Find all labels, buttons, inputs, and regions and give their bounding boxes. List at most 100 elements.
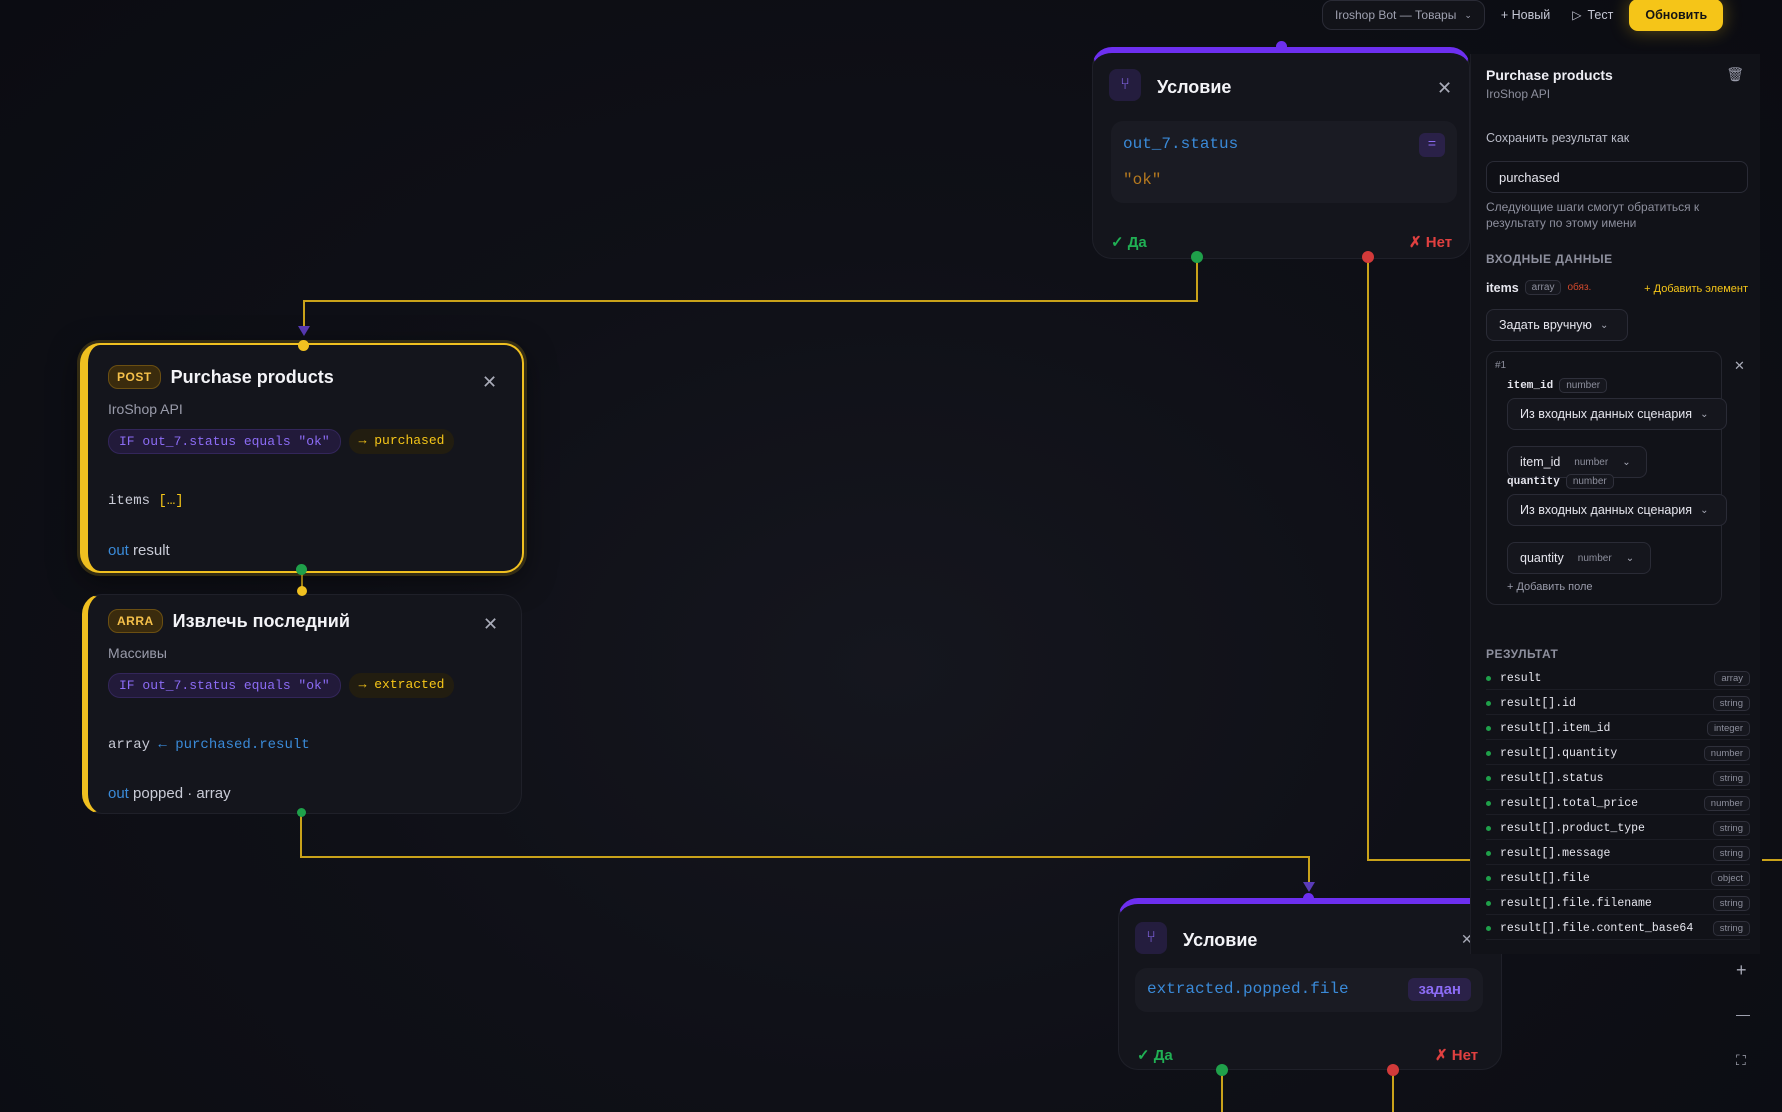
condition-expression[interactable]: out_7.status = "ok": [1111, 121, 1457, 203]
condition-title: Условие: [1183, 930, 1258, 950]
save-as-label: Сохранить результат как: [1486, 131, 1630, 145]
trash-icon[interactable]: 🗑: [1726, 66, 1744, 82]
output-port[interactable]: [297, 808, 306, 817]
close-icon[interactable]: ✕: [1461, 931, 1473, 947]
no-output-port[interactable]: [1362, 251, 1374, 263]
result-type: integer: [1706, 721, 1750, 736]
field-type: number: [1565, 474, 1614, 489]
status-dot: [1486, 826, 1491, 831]
result-type: string: [1712, 846, 1750, 861]
close-icon[interactable]: ✕: [483, 614, 499, 634]
result-name: result: [1500, 672, 1542, 685]
play-icon: ▷: [1572, 8, 1582, 22]
close-icon[interactable]: ✕: [482, 372, 498, 392]
save-as-input[interactable]: purchased: [1486, 161, 1748, 193]
mode-select[interactable]: Задать вручную ⌄: [1486, 309, 1628, 341]
condition-operator: задан: [1408, 978, 1471, 1001]
output-port[interactable]: [296, 564, 307, 575]
result-type: number: [1703, 746, 1750, 761]
status-dot: [1486, 726, 1491, 731]
condition-operator: =: [1419, 133, 1445, 157]
result-type: string: [1712, 771, 1750, 786]
var-type: number: [1577, 552, 1612, 564]
test-button[interactable]: ▷ Тест: [1566, 0, 1619, 30]
status-dot: [1486, 851, 1491, 856]
method-badge: POST: [108, 365, 161, 389]
no-output-port[interactable]: [1387, 1064, 1399, 1076]
chevron-down-icon: ⌄: [1700, 504, 1709, 516]
input-port[interactable]: [1303, 893, 1314, 904]
update-button-label: Обновить: [1645, 8, 1708, 22]
required-badge: обяз.: [1567, 282, 1592, 293]
input-port[interactable]: [1276, 41, 1287, 52]
zoom-in-button[interactable]: +: [1736, 960, 1747, 980]
fit-view-button[interactable]: ⛶: [1736, 1052, 1746, 1068]
result-name: result[].file.content_base64: [1500, 922, 1694, 935]
yes-output-port[interactable]: [1191, 251, 1203, 263]
output-var-chip: → extracted: [348, 673, 455, 698]
field-var-select[interactable]: quantity number ⌄: [1507, 542, 1651, 574]
panel-title: Purchase products: [1486, 67, 1613, 83]
output-row: out result: [108, 542, 170, 559]
add-field-button[interactable]: + Добавить поле: [1507, 581, 1593, 593]
update-button[interactable]: Обновить: [1629, 0, 1724, 31]
result-section-title: РЕЗУЛЬТАТ: [1486, 647, 1559, 661]
yes-output-port[interactable]: [1216, 1064, 1228, 1076]
no-branch-label: ✗ Нет: [1435, 1047, 1479, 1064]
status-dot: [1486, 676, 1491, 681]
extract-node[interactable]: ARRA Извлечь последний ✕ Массивы IF out_…: [82, 594, 522, 814]
status-dot: [1486, 701, 1491, 706]
input-port[interactable]: [298, 340, 309, 351]
var-type: number: [1574, 456, 1609, 468]
field-header: quantity number: [1507, 474, 1614, 489]
output-row: out popped · array: [108, 785, 231, 802]
remove-item-icon[interactable]: ✕: [1734, 358, 1745, 373]
branch-icon: ⑂: [1109, 69, 1141, 101]
save-as-value: purchased: [1499, 169, 1560, 185]
field-source-select[interactable]: Из входных данных сценария ⌄: [1507, 398, 1727, 430]
new-button-label: + Новый: [1500, 8, 1551, 22]
node-title: Purchase products: [170, 366, 334, 387]
condition-node-bottom[interactable]: ⑂ Условие ✕ extracted.popped.file задан …: [1118, 898, 1502, 1070]
source-label: Из входных данных сценария: [1520, 407, 1693, 421]
condition-left: extracted.popped.file: [1147, 980, 1349, 998]
input-port[interactable]: [297, 586, 307, 596]
wire-arrow: [298, 326, 310, 336]
field-type: number: [1559, 378, 1608, 393]
field-var-select[interactable]: item_id number ⌄: [1507, 446, 1647, 478]
purchase-node[interactable]: POST Purchase products ✕ IroShop API IF …: [80, 343, 524, 573]
condition-node-top[interactable]: ⑂ Условие ✕ out_7.status = "ok" ✓ Да ✗ Н…: [1092, 47, 1470, 259]
condition-expression[interactable]: extracted.popped.file задан: [1135, 968, 1483, 1012]
field-source-select[interactable]: Из входных данных сценария ⌄: [1507, 494, 1727, 526]
result-type: string: [1712, 821, 1750, 836]
wire-no-down: [1367, 257, 1470, 861]
project-select[interactable]: Iroshop Bot — Товары ⌄: [1322, 0, 1485, 30]
result-type: object: [1710, 871, 1750, 886]
branch-icon: ⑂: [1135, 922, 1167, 954]
param-name: items: [108, 493, 151, 509]
condition-right: "ok": [1123, 171, 1162, 189]
add-element-button[interactable]: + Добавить элемент: [1644, 283, 1748, 295]
new-button[interactable]: + Новый: [1495, 0, 1556, 30]
status-dot: [1486, 751, 1491, 756]
var-label: item_id: [1520, 455, 1561, 469]
close-icon[interactable]: ✕: [1437, 78, 1453, 98]
items-param-header: items array обяз.: [1486, 280, 1591, 295]
zoom-out-button[interactable]: —: [1736, 1006, 1750, 1022]
out-value: popped · array: [133, 785, 231, 802]
panel-subtitle: IroShop API: [1486, 87, 1551, 101]
param-value: […]: [158, 493, 184, 509]
result-type: string: [1712, 696, 1750, 711]
